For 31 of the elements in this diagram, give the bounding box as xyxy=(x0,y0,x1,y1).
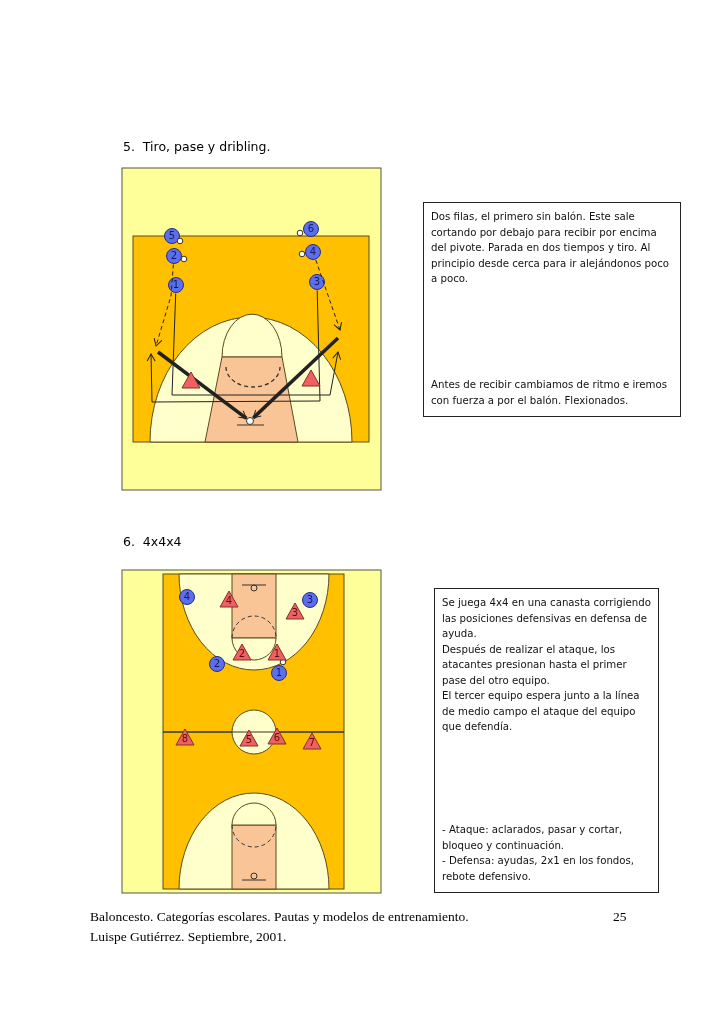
instruction-text: El tercer equipo espera junto a la línea de medio campo el ataque del equipo que defendía. xyxy=(442,689,641,734)
defender-triangle: 8 xyxy=(175,728,195,746)
instruction-text: Dos filas, el primero sin balón. Este sale cortando por debajo para recibir por encima del pivote. Parada en dos tiempos y tiro. Al principio desde cerca para ir alejándonos poco a poco. xyxy=(431,210,671,286)
defender-triangle: 2 xyxy=(232,643,252,661)
defender-triangle: 7 xyxy=(302,732,322,750)
cone-triangle xyxy=(301,369,321,387)
instruction-text: Antes de recibir cambiamos de ritmo e iremos con fuerza a por el balón. Flexionados. xyxy=(431,378,669,408)
instruction-text: Después de realizar el ataque, los atacantes presionan hasta el primer pase del otro equipo. xyxy=(442,642,628,688)
page-number: 25 xyxy=(613,909,627,925)
instruction-text: Se juega 4x4 en una canasta corrigiendo las posiciones defensivas en defensa de ayuda. xyxy=(442,596,652,641)
defender-triangle: 5 xyxy=(239,729,259,747)
instruction-text: - Ataque: aclarados, pasar y cortar, bloqueo y continuación. xyxy=(442,823,624,853)
text-box xyxy=(423,202,681,417)
cone-triangle xyxy=(181,371,201,389)
defender-triangle: 3 xyxy=(285,602,305,620)
defender-triangle: 4 xyxy=(219,590,239,608)
arrow xyxy=(171,293,342,396)
text-box xyxy=(434,588,659,893)
footer-text: Baloncesto. Categorías escolares. Pautas y modelos de entrenamiento. xyxy=(90,909,469,925)
instruction-text: - Defensa: ayudas, 2x1 en los fondos, rebote defensivo. xyxy=(442,854,636,884)
footer-text: Luispe Gutiérrez. Septiembre, 2001. xyxy=(90,929,287,945)
heading: 6. 4x4x4 xyxy=(123,534,182,549)
arrow xyxy=(146,290,321,403)
heading: 5. Tiro, pase y dribling. xyxy=(123,139,271,154)
basket-hoop xyxy=(246,417,254,425)
arrow xyxy=(252,336,340,420)
arrow xyxy=(156,350,248,420)
defender-triangle: 1 xyxy=(267,643,287,661)
defender-triangle: 6 xyxy=(267,727,287,745)
arrow xyxy=(153,264,174,347)
arrow xyxy=(315,259,342,331)
